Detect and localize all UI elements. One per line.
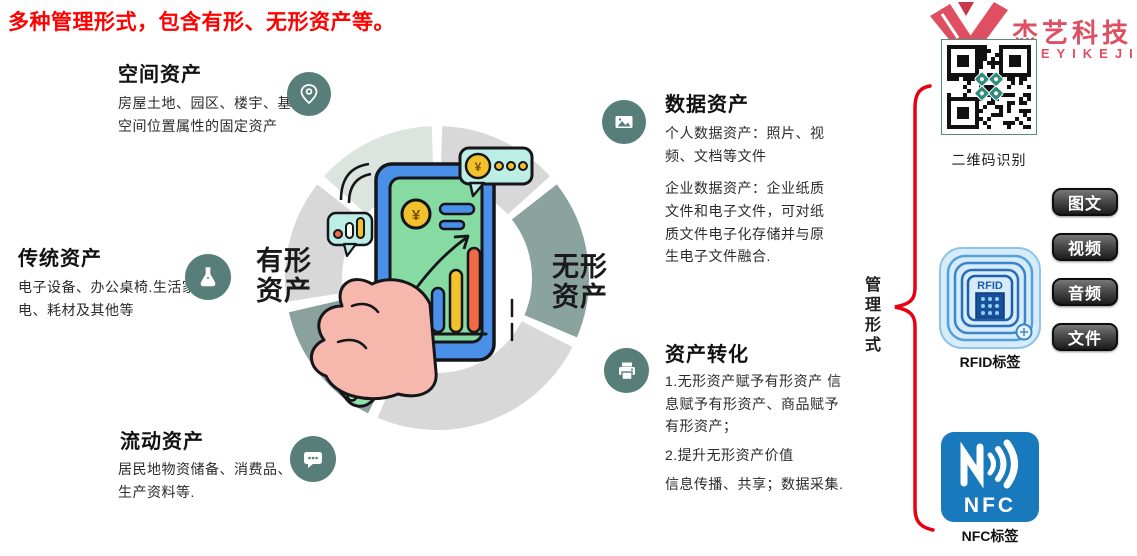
ring-segments: [285, 126, 589, 430]
hand-illustration: [310, 278, 438, 408]
data-assets-desc: 个人数据资产：照片、视频、文档等文件 企业数据资产：企业纸质文件和电子文件，可对…: [665, 125, 825, 265]
tangible-assets-label: 有形 资产: [256, 246, 312, 306]
motion-arc-icon: [339, 162, 370, 201]
rfid-tag-label: RFID标签: [959, 354, 1021, 370]
rfid-tag-icon: RFID: [939, 247, 1041, 349]
qr-code-label: 二维码识别: [951, 152, 1027, 168]
tag-chip-video: 视频: [1052, 233, 1118, 261]
tag-chip-image-text: 图文: [1052, 188, 1118, 216]
asset-transform-title: 资产转化: [665, 344, 749, 366]
page-title: 多种管理形式，包含有形、无形资产等。: [8, 11, 395, 34]
nfc-tag-label: NFC标签: [961, 528, 1019, 544]
flask-icon: [185, 254, 231, 300]
media-tags: 图文 视频 音频 文件: [1052, 188, 1118, 351]
tag-chip-audio: 音频: [1052, 278, 1118, 306]
motion-arc-icon: [347, 172, 372, 204]
space-assets-title: 空间资产: [118, 64, 202, 86]
qr-code: [941, 39, 1037, 135]
chat-bubble-icon: [290, 436, 336, 482]
svg-text:NFC: NFC: [964, 494, 1016, 517]
tag-chip-file: 文件: [1052, 323, 1118, 351]
asset-transform-desc: 1.无形资产赋予有形资产 信息赋予有形资产、商品赋予有形资产； 2.提升无形资产…: [665, 373, 844, 492]
data-assets-title: 数据资产: [665, 94, 749, 116]
phone-illustration: ¥: [374, 162, 514, 362]
management-forms-label: 管理形式: [862, 276, 879, 356]
location-pin-icon: [287, 72, 331, 116]
money-bubble-icon: ¥: [458, 146, 534, 198]
wristband: [312, 336, 380, 408]
printer-icon: [604, 348, 649, 393]
nfc-tag-icon: NFC: [941, 432, 1039, 522]
growth-arrow-icon: [406, 236, 467, 301]
svg-text:¥: ¥: [412, 207, 421, 224]
palm: [310, 278, 438, 401]
bar-chart-icon: [406, 246, 488, 336]
intangible-assets-label: 无形 资产: [552, 252, 608, 312]
current-assets-desc: 居民地物资储备、消费品、生产资料等.: [118, 461, 292, 500]
svg-text:¥: ¥: [475, 160, 482, 174]
group-brace: [894, 84, 935, 532]
current-assets-title: 流动资产: [120, 431, 204, 453]
traditional-assets-title: 传统资产: [18, 248, 102, 270]
traditional-assets-desc: 电子设备、办公桌椅.生活家电、耗材及其他等: [18, 279, 197, 318]
phone-screen: [388, 176, 484, 344]
svg-text:RFID: RFID: [977, 280, 1003, 292]
space-assets-desc: 房屋土地、园区、楼宇、基于空间位置属性的固定资产: [118, 95, 307, 134]
stats-bubble-icon: [326, 211, 374, 258]
yuan-coin-icon: [400, 198, 432, 230]
brand-latin: JIEYIKEJI: [1016, 46, 1137, 61]
photo-icon: [602, 100, 646, 144]
